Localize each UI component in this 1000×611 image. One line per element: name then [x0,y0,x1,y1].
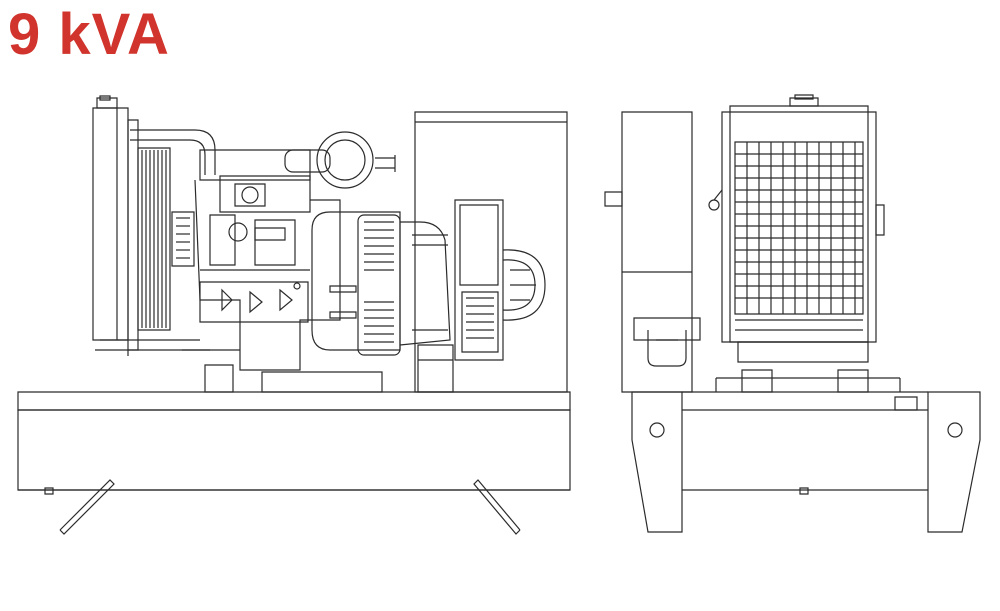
end-engine-mounts [716,342,900,392]
end-view [605,95,980,532]
end-control-panel [605,112,700,392]
power-rating-title: 9 kVA [8,2,170,67]
base-frame [18,392,570,534]
end-base-frame [632,392,980,532]
engine [130,130,395,392]
control-panel-box [415,112,567,392]
alternator [418,200,545,392]
grille-horizontal-lines [735,154,863,298]
radiator [93,96,210,356]
side-view [18,96,570,534]
flywheel-housing [312,212,450,355]
end-radiator-grille [709,95,884,342]
radiator-fins [138,148,170,330]
cooling-vents-upper [364,222,394,270]
cooling-vents-lower [364,302,394,342]
grille-vertical-lines [747,142,855,314]
